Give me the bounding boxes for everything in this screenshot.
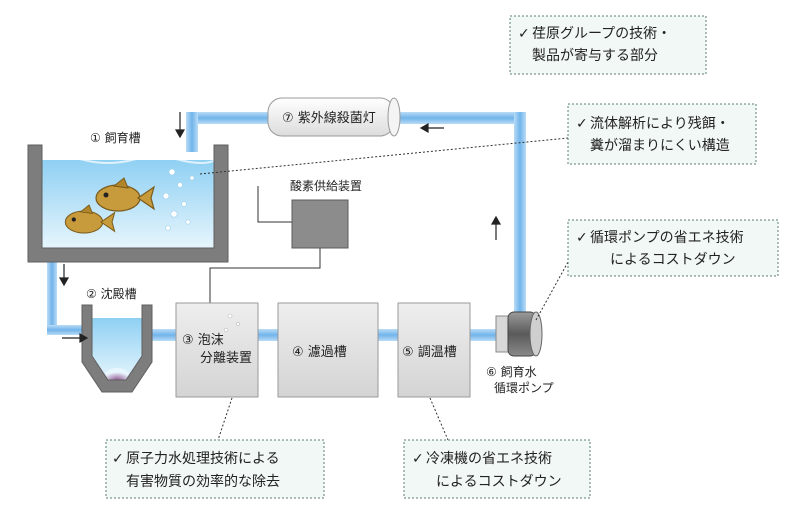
foam-separator-box [175,302,259,398]
check-icon: ✓ [412,451,424,467]
check-icon: ✓ [112,451,124,467]
note-chiller: ✓ 冷凍機の省エネ技術 によるコストダウン [403,439,591,499]
sediment [105,368,129,382]
oxygen-label: 酸素供給装置 [290,178,362,193]
oxygen-supply [209,186,349,303]
note-contribution-line1: 荏原グループの技術・ [532,26,671,42]
note-atomic-line2: 有害物質の効率的な除去 [126,473,280,490]
check-icon: ✓ [576,230,588,246]
bubble-icon [162,168,195,231]
settling-label: ② 沈殿槽 [86,286,137,301]
fish-icon [95,177,156,212]
pump-label-line1: ⑥ 飼育水 [486,364,537,379]
oxygen-box [291,199,349,249]
temperature-tank-box [397,302,471,398]
foam-label-line1: ③ 泡沫 [182,333,224,348]
tank-wall [27,144,229,263]
fish-tank [27,144,229,263]
return-pipe-inlet [186,112,198,152]
temp-label: ⑤ 調温槽 [402,345,457,360]
note-pump-energy-line2: によるコストダウン [610,252,736,268]
settling-tank [81,304,153,393]
tank-label: ① 飼育槽 [90,130,141,145]
filter-label: ④ 濾過槽 [292,345,347,360]
callout-lines [199,137,569,441]
note-fluid-line2: 糞が溜まりにくい構造 [590,138,730,154]
fish-icon [64,204,116,234]
tank-drain-pipe [47,262,57,332]
note-fluid-line1: 流体解析により残餌・ [590,115,730,132]
note-contribution-line2: 製品が寄与する部分 [532,47,658,64]
note-pump-energy: ✓ 循環ポンプの省エネ技術 によるコストダウン [567,219,779,277]
settling-wall [81,304,153,393]
note-contribution: ✓ 荏原グループの技術・ 製品が寄与する部分 [509,15,707,75]
uv-lamp-label: ⑦ 紫外線殺菌灯 [282,110,376,126]
uv-lamp [267,97,401,137]
note-fluid: ✓ 流体解析により残餌・ 糞が溜まりにくい構造 [567,103,757,165]
arrow-icon [58,112,502,344]
note-chiller-line2: によるコストダウン [436,474,562,490]
pump-icon [495,311,543,357]
note-pump-energy-line1: 循環ポンプの省エネ技術 [590,230,744,246]
check-icon: ✓ [518,26,530,42]
note-atomic-line1: 原子力水処理技術による [126,451,280,467]
note-chiller-line1: 冷凍機の省エネ技術 [426,451,552,467]
check-icon: ✓ [576,116,588,132]
foam-label-line2: 分離装置 [200,351,252,366]
note-atomic: ✓ 原子力水処理技術による 有害物質の効率的な除去 [105,439,325,499]
settling-inlet-pipe [47,325,87,335]
filter-tank-box [277,302,379,398]
pump-label-line2: 循環ポンプ [494,381,554,395]
pump-outlet-pipe [514,112,526,317]
bubble-icon [223,313,240,333]
